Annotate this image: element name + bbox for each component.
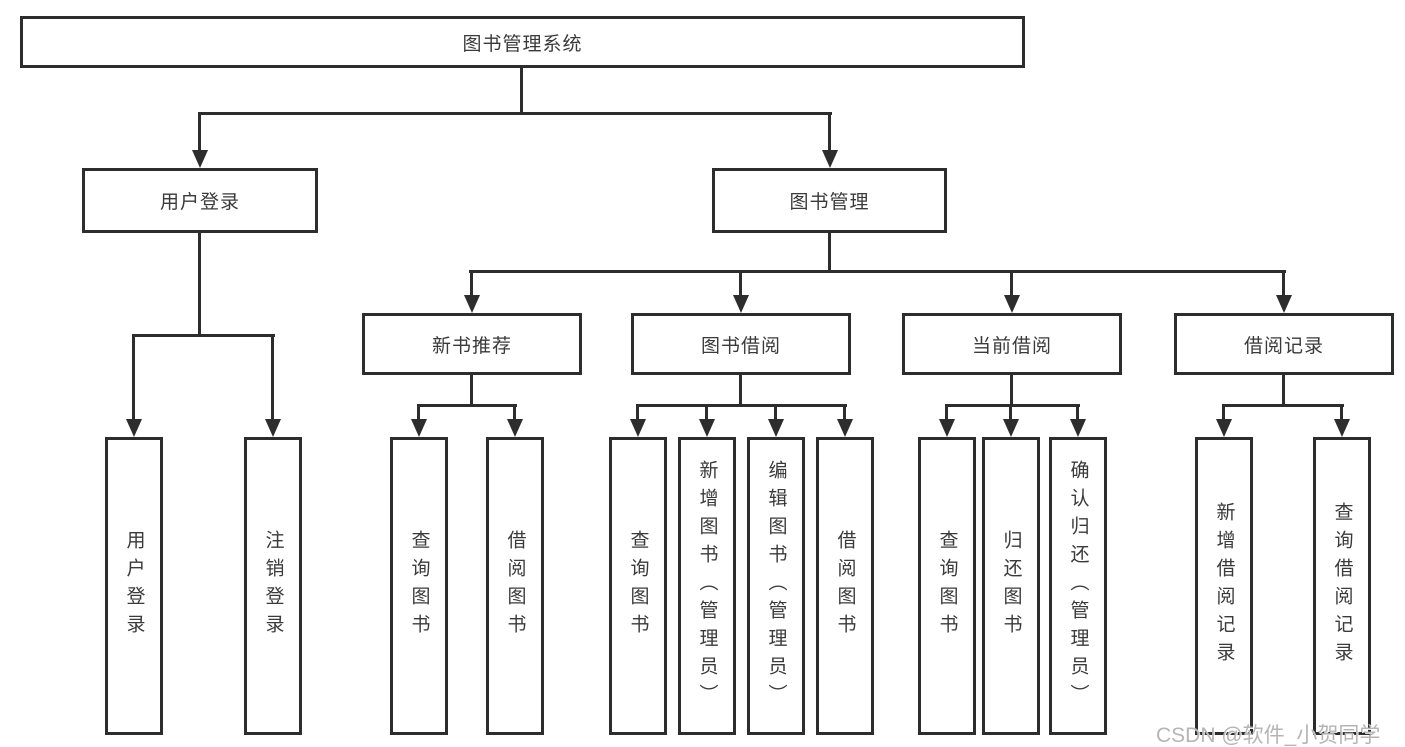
connector-arrow-stem (271, 334, 274, 419)
arrowhead-icon (507, 419, 523, 437)
connector-arrow-stem (1222, 404, 1225, 419)
leaf-query-borrow-record: 查询借阅记录 (1313, 437, 1371, 735)
connector-root-spread (198, 112, 832, 115)
connector-arrow-stem (417, 404, 420, 419)
watermark-text: CSDN @软件_小贺同学 (1156, 724, 1381, 747)
connector-arrow-stem (132, 334, 135, 419)
node-library-system: 图书管理系统 (20, 16, 1025, 68)
connector-book-feed (828, 233, 831, 273)
node-book-borrow: 图书借阅 (631, 313, 851, 375)
connector-arrow-stem (739, 270, 742, 295)
arrowhead-icon (1216, 419, 1232, 437)
connector-arrow-stem (636, 404, 639, 419)
arrowhead-icon (768, 419, 784, 437)
connector-arrow-stem (198, 112, 201, 150)
leaf-return-books: 归还图书 (982, 437, 1040, 735)
arrowhead-icon (1334, 419, 1350, 437)
arrowhead-icon (265, 419, 281, 437)
connector-arrow-stem (1076, 404, 1079, 419)
node-current-borrow: 当前借阅 (902, 313, 1122, 375)
arrowhead-icon (411, 419, 427, 437)
connector-arrow-stem (828, 112, 831, 150)
connector-arrow-stem (843, 404, 846, 419)
connector-user-spread (132, 334, 275, 337)
connector-book-spread (469, 270, 1286, 273)
arrowhead-icon (939, 419, 955, 437)
arrowhead-icon (822, 150, 838, 168)
connector-arrow-stem (513, 404, 516, 419)
leaf-add-borrow-record: 新增借阅记录 (1195, 437, 1253, 735)
arrowhead-icon (192, 150, 208, 168)
arrowhead-icon (733, 295, 749, 313)
connector-arrow-stem (1009, 404, 1012, 419)
connector-user-feed (198, 233, 201, 336)
leaf-add-books-admin: 新增图书（管理员） (678, 437, 736, 735)
arrowhead-icon (630, 419, 646, 437)
connector-section-feed (739, 375, 742, 406)
arrowhead-icon (464, 295, 480, 313)
leaf-query-books-recommend: 查询图书 (390, 437, 448, 735)
node-borrow-records: 借阅记录 (1174, 313, 1394, 375)
leaf-logout: 注销登录 (244, 437, 302, 735)
leaf-confirm-return-admin: 确认归还（管理员） (1049, 437, 1107, 735)
connector-arrow-stem (1340, 404, 1343, 419)
arrowhead-icon (1070, 419, 1086, 437)
connector-section-feed (1282, 375, 1285, 406)
connector-arrow-stem (945, 404, 948, 419)
node-new-book-recommend: 新书推荐 (362, 313, 582, 375)
leaf-edit-books-admin: 编辑图书（管理员） (747, 437, 805, 735)
connector-section-spread (417, 404, 517, 407)
connector-section-spread (636, 404, 847, 407)
node-book-management-branch: 图书管理 (712, 168, 947, 233)
connector-arrow-stem (1010, 270, 1013, 295)
leaf-query-books-current: 查询图书 (918, 437, 976, 735)
node-user-login-branch: 用户登录 (82, 168, 318, 233)
connector-arrow-stem (705, 404, 708, 419)
connector-arrow-stem (470, 270, 473, 295)
connector-section-feed (1010, 375, 1013, 406)
connector-section-spread (945, 404, 1080, 407)
arrowhead-icon (837, 419, 853, 437)
leaf-borrow-books-recommend: 借阅图书 (486, 437, 544, 735)
arrowhead-icon (699, 419, 715, 437)
arrowhead-icon (126, 419, 142, 437)
arrowhead-icon (1276, 295, 1292, 313)
connector-arrow-stem (774, 404, 777, 419)
connector-root-feed (520, 68, 523, 114)
connector-section-feed (470, 375, 473, 406)
leaf-borrow-books: 借阅图书 (816, 437, 874, 735)
arrowhead-icon (1003, 419, 1019, 437)
arrowhead-icon (1004, 295, 1020, 313)
connector-arrow-stem (1282, 270, 1285, 295)
connector-section-spread (1222, 404, 1344, 407)
leaf-query-books-borrow: 查询图书 (609, 437, 667, 735)
leaf-user-login: 用户登录 (105, 437, 163, 735)
